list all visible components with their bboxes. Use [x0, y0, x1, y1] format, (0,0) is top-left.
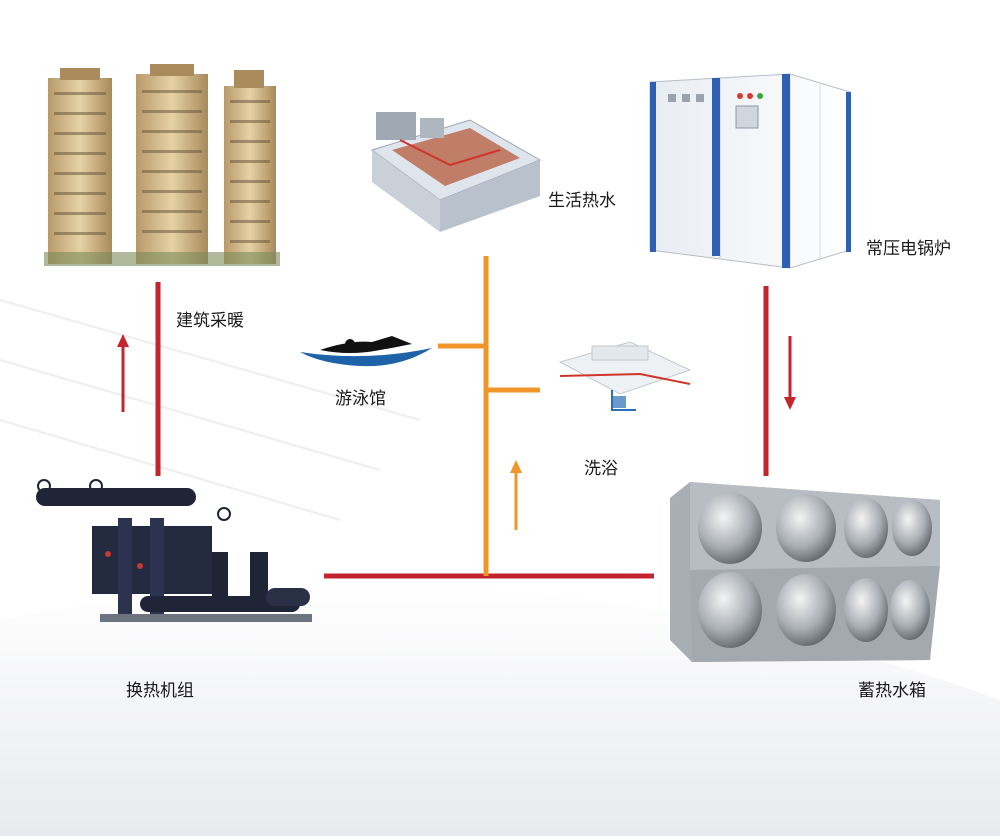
label-electric-boiler: 常压电锅炉 — [866, 239, 951, 259]
heat-storage-water-tank-image — [670, 482, 940, 662]
label-bathing: 洗浴 — [584, 459, 618, 479]
label-building-heating: 建筑采暖 — [176, 311, 244, 331]
label-domestic-hot-water: 生活热水 — [548, 191, 616, 211]
label-swimming-pool: 游泳馆 — [335, 389, 386, 409]
label-heat-storage-tank: 蓄热水箱 — [858, 681, 926, 701]
arrow-up-icon — [510, 460, 522, 473]
heat-exchanger-unit-image — [36, 479, 312, 622]
arrow-down-icon — [784, 397, 796, 410]
domestic-hot-water-house-image — [370, 112, 542, 232]
bathing-room-image — [558, 341, 692, 411]
hot-water-pipe-network — [438, 256, 540, 576]
label-heat-exchanger-unit: 换热机组 — [126, 681, 194, 701]
electric-boiler-image — [649, 73, 851, 269]
arrow-up-icon — [117, 334, 129, 347]
red-flow-arrows — [117, 334, 796, 412]
swimming-pool-image — [300, 336, 432, 367]
residential-buildings-image — [44, 64, 280, 266]
supply-pipe-network — [155, 282, 769, 579]
background-lines — [0, 299, 421, 521]
